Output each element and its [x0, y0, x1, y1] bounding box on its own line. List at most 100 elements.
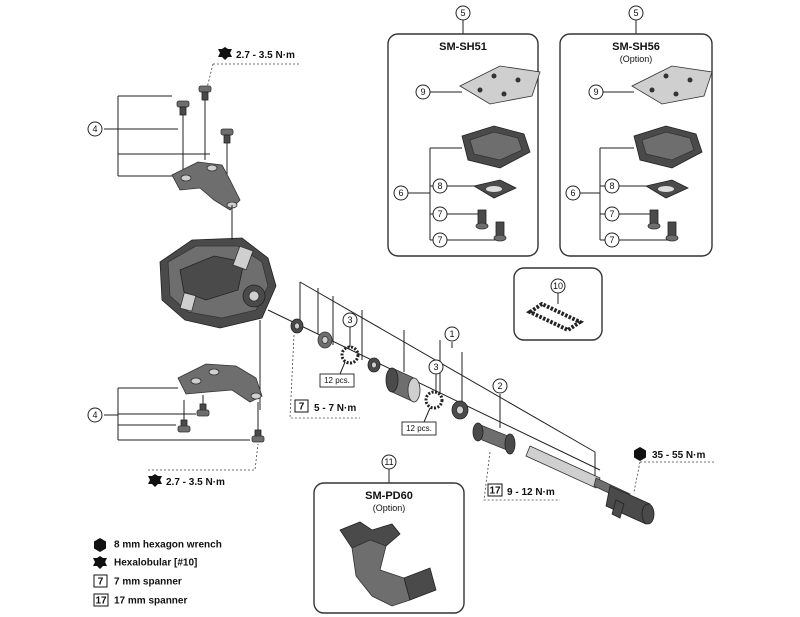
- callout-8-a: 8: [432, 178, 448, 194]
- svg-text:10: 10: [553, 281, 563, 291]
- spring-box: 10: [513, 267, 603, 341]
- callout-7-a1: 7: [432, 206, 448, 222]
- legend-text-spanner7: 7 mm spanner: [114, 577, 182, 588]
- axle-torque-leader: [633, 461, 714, 493]
- bracket-4-bottom: [104, 387, 250, 441]
- svg-text:10: 10: [94, 558, 106, 569]
- cleat-box-sm-sh51: 5 SM-SH51 9 6 8 7 7: [387, 5, 541, 257]
- cleat-a-title: SM-SH51: [439, 41, 487, 53]
- callout-7-b2: 7: [604, 232, 620, 248]
- cleat-b-subtitle: (Option): [620, 54, 653, 64]
- bearing-ring: [451, 400, 469, 420]
- bottom-torque-leader: [148, 443, 259, 471]
- cleat-plate-b: [631, 65, 713, 105]
- top-torque-callout: 10 2.7 - 3.5 N·m: [218, 47, 295, 61]
- cone-torque-value: 9 - 12 N·m: [507, 487, 555, 498]
- hexalobular-icon: [148, 474, 162, 487]
- tool-legend: 8 8 mm hexagon wrench 10 Hexalobular [#1…: [93, 538, 222, 607]
- legend-item-spanner7: 7 7 mm spanner: [93, 574, 182, 588]
- svg-text:7: 7: [437, 235, 442, 245]
- top-screw-group: 10 2.7 - 3.5 N·m 4: [87, 47, 300, 211]
- callout-3-a: 3: [342, 312, 358, 328]
- svg-text:7: 7: [437, 209, 442, 219]
- svg-text:8: 8: [637, 449, 643, 460]
- spanner-7-icon: 7: [299, 402, 305, 413]
- svg-text:12 pcs.: 12 pcs.: [324, 376, 350, 385]
- legend-item-spanner17: 17 17 mm spanner: [93, 593, 187, 607]
- spanner-17-icon: 17: [489, 486, 501, 497]
- callout-8-b: 8: [604, 178, 620, 194]
- callout-9-a: 9: [415, 84, 431, 100]
- callout-6-a: 6: [393, 185, 409, 201]
- sleeve: [385, 367, 421, 403]
- tension-spring: [525, 301, 585, 333]
- bracket-1-end: [451, 342, 596, 476]
- locknut: [290, 318, 304, 334]
- pcs-label-a: 12 pcs.: [319, 361, 355, 388]
- tool-subtitle: (Option): [373, 503, 406, 513]
- axle-parts: [290, 318, 655, 525]
- hexagon-wrench-icon: [634, 447, 646, 461]
- locknut-torque-leader: [289, 334, 360, 419]
- bracket-6-a: [400, 147, 496, 241]
- tool-title: SM-PD60: [365, 490, 413, 502]
- cone-small: [367, 357, 381, 373]
- cone-torque-leader: [483, 451, 560, 501]
- callout-2: 2: [492, 378, 508, 394]
- svg-text:7: 7: [609, 209, 614, 219]
- hexalobular-icon: [218, 47, 232, 60]
- locknut-torque-callout: 7 5 - 7 N·m: [294, 399, 356, 414]
- tool-box-sm-pd60: 11 SM-PD60 (Option): [313, 454, 465, 614]
- cone-large: [472, 422, 516, 455]
- pcs-label-b: 12 pcs.: [401, 407, 437, 436]
- washer: [317, 331, 333, 349]
- callout-5-b: 5: [628, 5, 644, 21]
- svg-text:4: 4: [92, 410, 97, 420]
- axle-torque-value: 35 - 55 N·m: [652, 450, 705, 461]
- bracket-4-top: [104, 95, 210, 177]
- bottom-screws: [177, 403, 265, 443]
- svg-text:9: 9: [593, 87, 598, 97]
- callout-10: 10: [550, 278, 566, 294]
- svg-text:3: 3: [433, 362, 438, 372]
- top-torque-value: 2.7 - 3.5 N·m: [236, 50, 295, 61]
- svg-text:4: 4: [92, 124, 97, 134]
- hexalobular-icon: [93, 556, 107, 569]
- svg-text:8: 8: [437, 181, 442, 191]
- ball-retainer-a: [340, 345, 360, 365]
- callout-9-b: 9: [588, 84, 604, 100]
- svg-text:17: 17: [95, 596, 107, 607]
- svg-text:7: 7: [98, 577, 104, 588]
- axle-shaft: [525, 445, 655, 525]
- spanner-17-icon: [93, 593, 109, 607]
- callout-7-b1: 7: [604, 206, 620, 222]
- callout-6-b: 6: [565, 185, 581, 201]
- callout-11: 11: [381, 454, 397, 470]
- cleat-screws-b: [647, 209, 679, 242]
- svg-text:10: 10: [149, 476, 161, 487]
- svg-text:11: 11: [384, 457, 393, 467]
- legend-item-hexalobular: 10 Hexalobular [#10]: [93, 556, 197, 569]
- ball-retainer-b: [424, 390, 444, 410]
- callout-3-b: 3: [428, 359, 444, 375]
- legend-item-hex8: 8 8 mm hexagon wrench: [94, 538, 222, 552]
- svg-text:2: 2: [497, 381, 502, 391]
- svg-text:1: 1: [449, 329, 454, 339]
- callout-5-a: 5: [455, 5, 471, 21]
- svg-text:12 pcs.: 12 pcs.: [406, 424, 432, 433]
- svg-text:8: 8: [609, 181, 614, 191]
- sm-pd60-adapter: [339, 521, 437, 607]
- cone-torque-callout: 17 9 - 12 N·m: [487, 483, 555, 498]
- top-torque-leader: [206, 63, 300, 89]
- svg-text:3: 3: [347, 315, 352, 325]
- callout-4-bottom: 4: [87, 407, 103, 423]
- legend-text-spanner17: 17 mm spanner: [114, 596, 187, 607]
- svg-text:8: 8: [97, 540, 103, 551]
- svg-text:6: 6: [398, 188, 403, 198]
- svg-text:6: 6: [570, 188, 575, 198]
- bottom-cleat-retention-plate: [177, 363, 263, 403]
- callout-4-top: 4: [87, 121, 103, 137]
- svg-text:7: 7: [609, 235, 614, 245]
- pedal-body: [159, 237, 277, 329]
